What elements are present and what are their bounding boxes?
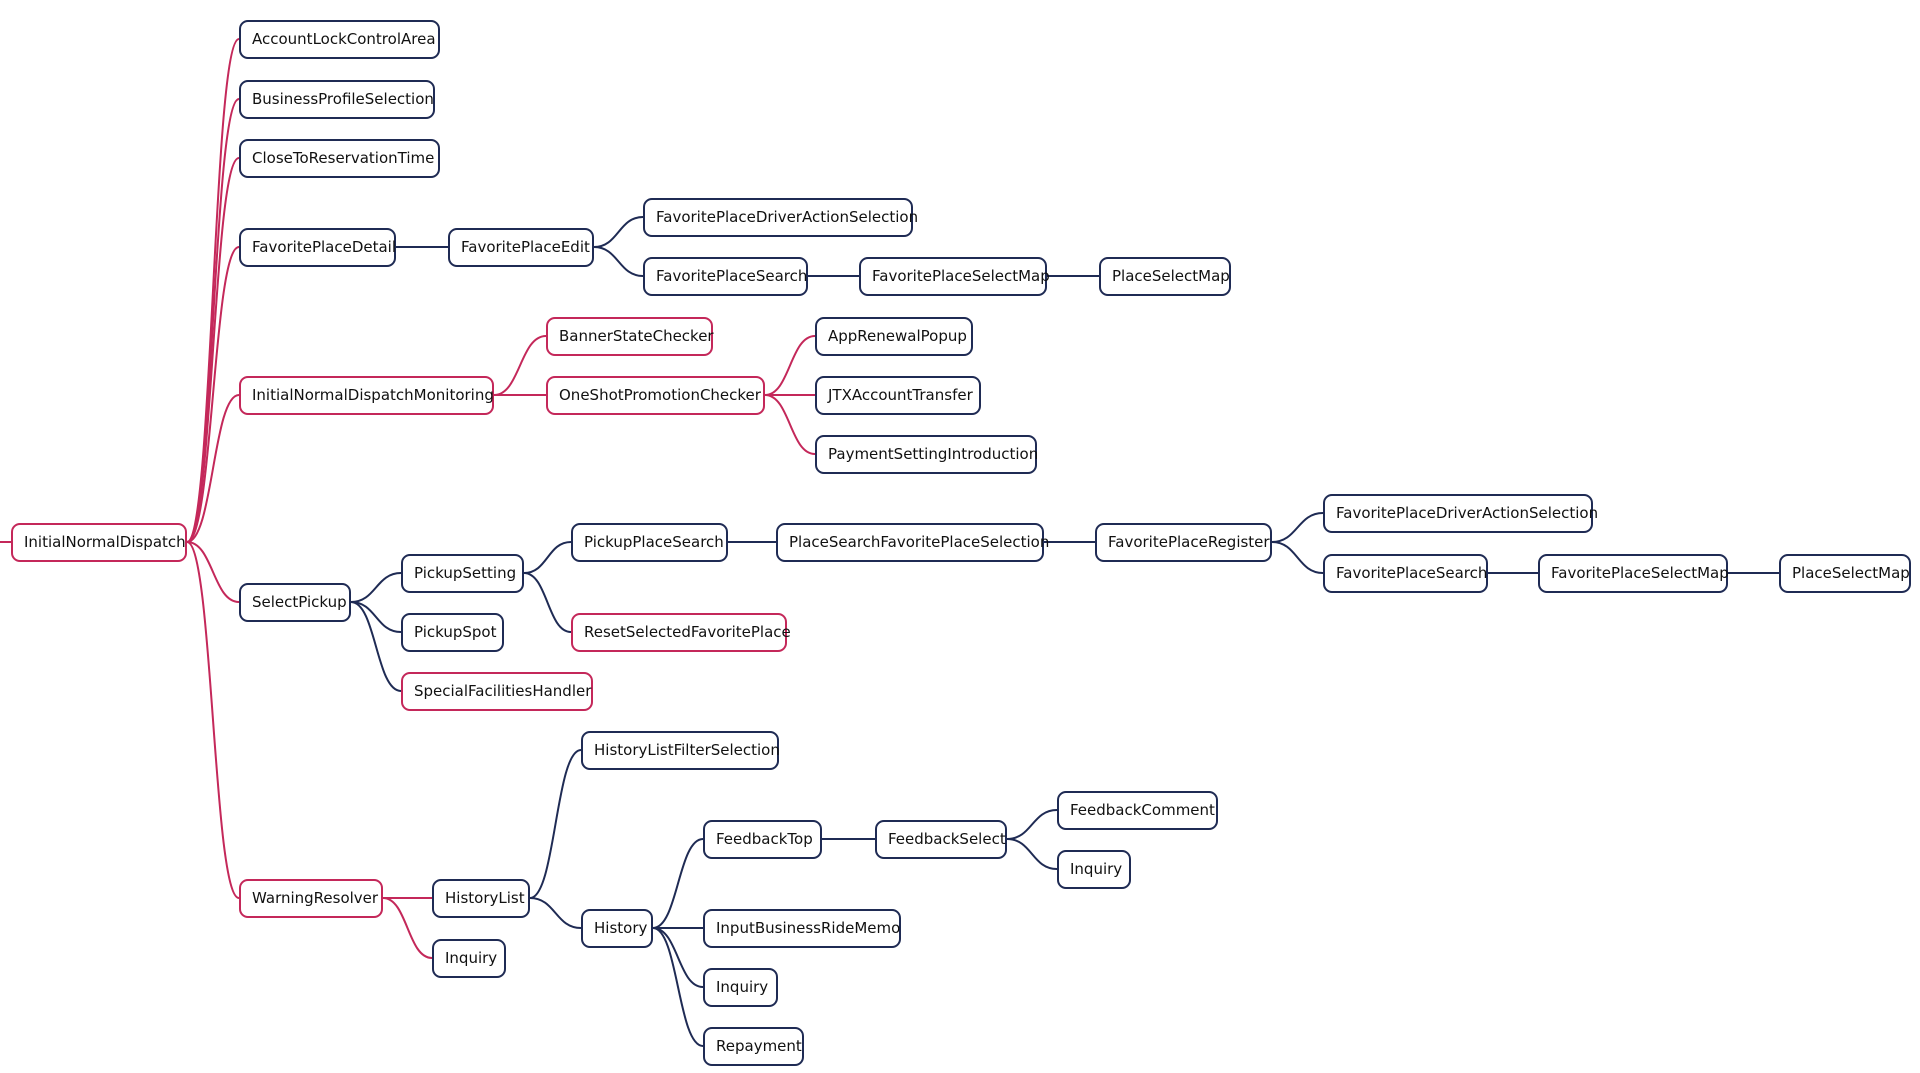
edge-5-2	[350, 601, 402, 692]
edge-6-0-1-2	[652, 927, 704, 988]
node-favorite-place-detail[interactable]: FavoritePlaceDetail	[239, 227, 396, 267]
node-account-lock-control-area[interactable]: AccountLockControlArea	[239, 19, 440, 59]
edge-4-1-0	[764, 335, 816, 396]
node-special-facilities-handler[interactable]: SpecialFacilitiesHandler	[401, 671, 593, 711]
edge-3	[186, 246, 240, 543]
node-favorite-place-select-map[interactable]: FavoritePlaceSelectMap	[1538, 553, 1729, 593]
edge-4-0	[493, 335, 547, 396]
node-banner-state-checker[interactable]: BannerStateChecker	[546, 316, 714, 356]
edge-6-1	[382, 897, 433, 959]
edge-5-0	[350, 572, 402, 603]
node-favorite-place-driver-action-selection[interactable]: FavoritePlaceDriverActionSelection	[643, 197, 918, 237]
edge-6-0-1-0-0-1	[1006, 838, 1058, 870]
edge-6	[186, 541, 240, 899]
edge-6-0-1-0	[652, 838, 704, 929]
edge-5-0-0-0-0-0	[1271, 512, 1324, 543]
edge-5-0-0	[523, 541, 572, 574]
node-input-business-ride-memo[interactable]: InputBusinessRideMemo	[703, 908, 901, 948]
node-select-pickup[interactable]: SelectPickup	[239, 582, 351, 622]
node-repayment[interactable]: Repayment	[703, 1026, 804, 1066]
node-close-to-reservation-time[interactable]: CloseToReservationTime	[239, 138, 440, 178]
node-history-list[interactable]: HistoryList	[432, 878, 530, 918]
node-reset-selected-favorite-place[interactable]: ResetSelectedFavoritePlace	[571, 612, 791, 652]
edge-5-1	[350, 601, 402, 633]
node-favorite-place-driver-action-selection[interactable]: FavoritePlaceDriverActionSelection	[1323, 493, 1598, 533]
node-pickup-spot[interactable]: PickupSpot	[401, 612, 504, 652]
edge-4	[186, 394, 240, 543]
node-pickup-setting[interactable]: PickupSetting	[401, 553, 524, 593]
edge-2	[186, 157, 240, 543]
node-initial-normal-dispatch-monitoring[interactable]: InitialNormalDispatchMonitoring	[239, 375, 494, 415]
node-feedback-top[interactable]: FeedbackTop	[703, 819, 822, 859]
edge-5	[186, 541, 240, 603]
node-feedback-select[interactable]: FeedbackSelect	[875, 819, 1007, 859]
node-favorite-place-search[interactable]: FavoritePlaceSearch	[1323, 553, 1488, 593]
node-history-list-filter-selection[interactable]: HistoryListFilterSelection	[581, 730, 780, 770]
node-one-shot-promotion-checker[interactable]: OneShotPromotionChecker	[546, 375, 765, 415]
node-initial-normal-dispatch[interactable]: InitialNormalDispatch	[11, 522, 187, 562]
node-feedback-comment[interactable]: FeedbackComment	[1057, 790, 1218, 830]
node-favorite-place-register[interactable]: FavoritePlaceRegister	[1095, 522, 1272, 562]
node-favorite-place-search[interactable]: FavoritePlaceSearch	[643, 256, 808, 296]
node-inquiry[interactable]: Inquiry	[432, 938, 506, 978]
edge-3-0-0	[593, 216, 644, 248]
edge-4-1-2	[764, 394, 816, 455]
node-favorite-place-edit[interactable]: FavoritePlaceEdit	[448, 227, 594, 267]
node-favorite-place-select-map[interactable]: FavoritePlaceSelectMap	[859, 256, 1050, 296]
node-pickup-place-search[interactable]: PickupPlaceSearch	[571, 522, 728, 562]
edge-3-0-1	[593, 246, 644, 277]
node-history[interactable]: History	[581, 908, 653, 948]
node-app-renewal-popup[interactable]: AppRenewalPopup	[815, 316, 973, 356]
node-warning-resolver[interactable]: WarningResolver	[239, 878, 383, 918]
node-jtx-account-transfer[interactable]: JTXAccountTransfer	[815, 375, 981, 415]
node-place-select-map[interactable]: PlaceSelectMap	[1779, 553, 1911, 593]
edge-6-0-1	[529, 897, 582, 929]
edge-5-0-1	[523, 572, 572, 633]
node-business-profile-selection[interactable]: BusinessProfileSelection	[239, 79, 435, 119]
edge-1	[186, 98, 240, 543]
edge-6-0-1-0-0-0	[1006, 809, 1058, 840]
edge-6-0-0	[529, 749, 582, 899]
edge-5-0-0-0-0-1	[1271, 541, 1324, 574]
node-inquiry[interactable]: Inquiry	[1057, 849, 1131, 889]
node-inquiry[interactable]: Inquiry	[703, 967, 778, 1007]
edge-6-0-1-3	[652, 927, 704, 1047]
node-place-search-favorite-place-selection[interactable]: PlaceSearchFavoritePlaceSelection	[776, 522, 1049, 562]
node-place-select-map[interactable]: PlaceSelectMap	[1099, 256, 1231, 296]
node-payment-setting-introduction[interactable]: PaymentSettingIntroduction	[815, 434, 1038, 474]
